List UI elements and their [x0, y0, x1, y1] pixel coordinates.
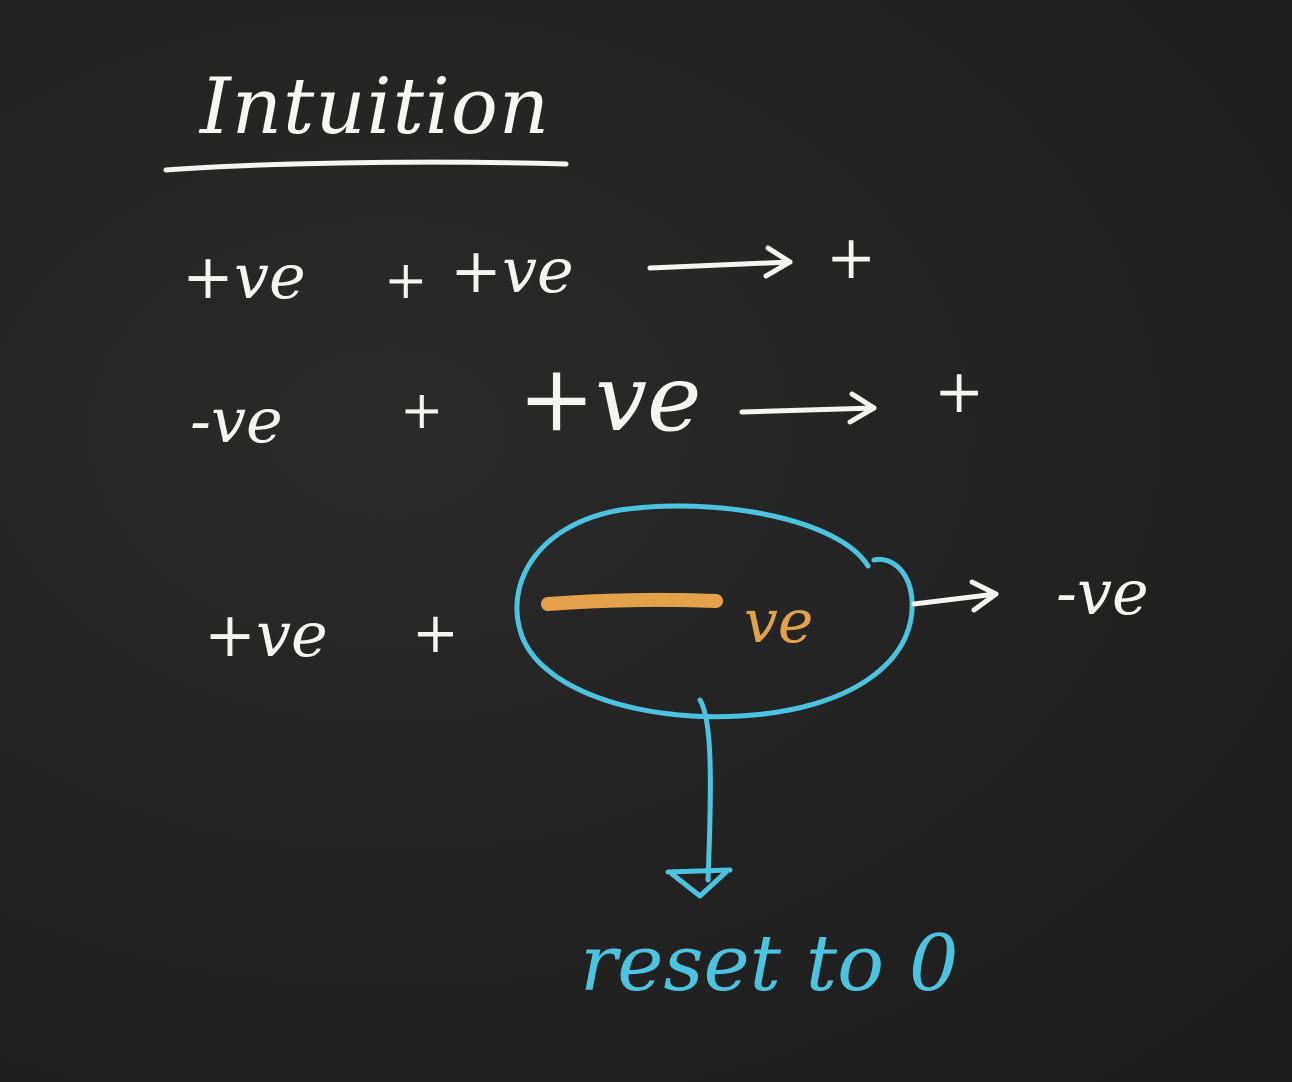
highlight-ellipse	[514, 503, 915, 720]
row-1: +ve + +ve +	[182, 223, 876, 313]
row-2-left: -ve	[190, 384, 283, 457]
row-3-left: +ve	[204, 598, 328, 671]
reset-annotation: reset to 0	[580, 919, 959, 1009]
row-2-arrow	[739, 391, 877, 425]
row-2-result: +	[934, 357, 984, 427]
row-2: -ve + +ve +	[190, 345, 984, 457]
row-3: +ve + ve -ve	[204, 503, 1149, 720]
row-2-right: +ve	[518, 345, 702, 452]
row-1-arrow	[647, 245, 793, 279]
row-3-arrow	[911, 579, 999, 613]
row-1-left: +ve	[182, 240, 306, 313]
row-2-operator: +	[400, 381, 444, 441]
row-1-right: +ve	[450, 234, 574, 307]
title-underline	[163, 159, 569, 173]
row-3-operator: +	[412, 601, 459, 666]
title: Intuition	[198, 62, 550, 152]
row-1-result: +	[826, 223, 876, 293]
row-3-right: ve	[744, 587, 813, 657]
row-3-result: -ve	[1056, 556, 1149, 629]
row-1-operator: +	[384, 251, 428, 311]
reset-arrow	[665, 697, 733, 899]
orange-minus-stroke	[541, 593, 723, 611]
